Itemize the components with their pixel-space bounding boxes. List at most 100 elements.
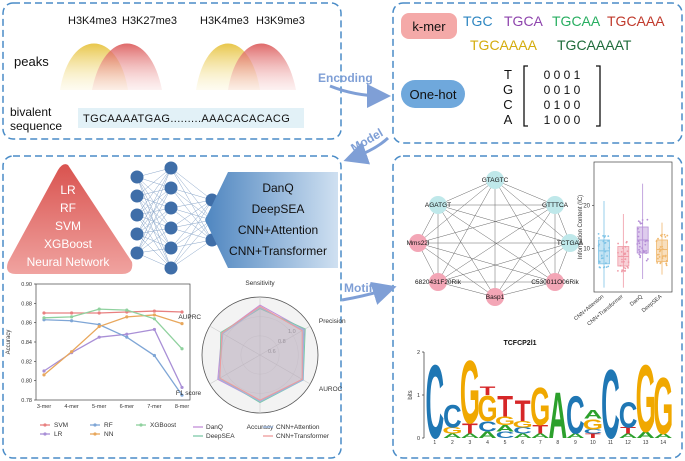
box-jitter-point (658, 253, 660, 256)
nn-edge (136, 195, 172, 249)
box-jitter-point (597, 232, 600, 235)
logo-letter-G: G (583, 417, 603, 433)
nn-edge (170, 239, 213, 269)
sequence-label: sequence (10, 119, 62, 133)
matrix-bracket-right (596, 65, 601, 127)
nn-edge (136, 176, 172, 249)
network-node-label: GTAGTC (482, 177, 509, 184)
box-jitter-point (627, 266, 629, 269)
box-jitter-point (665, 262, 668, 265)
network-edge (417, 204, 556, 244)
network-edge (494, 242, 571, 298)
radar-legend-label: CNN+Attention (276, 424, 320, 431)
nn-edge (136, 167, 172, 235)
logo-y-tick-label: 1 (417, 393, 420, 399)
nn-edge (136, 207, 172, 254)
logo-letter-A: A (548, 379, 567, 453)
legend-marker (93, 423, 97, 427)
series-point (125, 335, 129, 339)
logo-position-label: 8 (556, 440, 559, 446)
legend-label: SVM (54, 422, 68, 429)
box-jitter-point (623, 253, 626, 256)
kmer-3: TGCAA (552, 13, 601, 29)
box-jitter-point (604, 235, 607, 237)
nn-node (130, 189, 144, 203)
network-node-gene (486, 288, 504, 306)
panel-top-left (2, 2, 342, 140)
nn-edge (136, 167, 172, 254)
logo-letter-G: G (495, 415, 515, 428)
logo-position-label: 14 (660, 440, 666, 446)
onehot-row: 1 0 0 0 (544, 113, 581, 127)
radar-axis-label: AUROC (319, 386, 343, 393)
box-jitter-point (607, 240, 610, 242)
box-jitter-point (601, 257, 604, 260)
onehot-letter: A (504, 112, 513, 127)
box-jitter-point (663, 233, 666, 236)
network-edge (494, 179, 556, 283)
radar-r-label: 0.8 (278, 339, 286, 345)
peak-red-1 (92, 43, 162, 90)
peaks-panel: H3K4me3 H3K27me3 H3K4me3 H3K9me3 peaks b… (10, 15, 305, 133)
ml-model-label: RF (60, 201, 76, 215)
kmer-label: k-mer (412, 19, 446, 34)
logo-letter-A: A (636, 431, 655, 441)
box-jitter-point (656, 261, 659, 264)
box-jitter-point (659, 246, 662, 248)
nn-edge (136, 176, 172, 269)
legend-marker (139, 423, 143, 427)
series-point (42, 311, 46, 315)
y-axis-label: Accuracy (6, 330, 12, 355)
network-edge (437, 204, 556, 283)
network-node-label: AGATGT (425, 202, 451, 209)
legend-label: NN (104, 431, 114, 438)
box-jitter-point (639, 245, 641, 248)
nn-edge (136, 195, 172, 269)
logo-letter-G: G (442, 426, 462, 436)
ml-model-label: LR (60, 183, 76, 197)
sequence-text: TGCAAAATGAG.........AAACACACACG (83, 113, 290, 125)
onehot-letter: T (504, 67, 512, 82)
box-iqr (656, 239, 668, 263)
nn-node (164, 181, 178, 195)
logo-letter-A: A (461, 433, 480, 440)
dl-model-label: CNN+Transformer (229, 244, 327, 258)
onehot-box (401, 80, 465, 108)
box-jitter-point (624, 267, 627, 270)
radar-axis-label: Accuracy (247, 424, 274, 431)
onehot-letter: C (503, 97, 512, 112)
logo-letter-A: A (619, 433, 638, 440)
series-point (152, 353, 156, 358)
logo-title: TCFCP2l1 (503, 340, 536, 347)
box-category-label: DeepSEA (641, 294, 664, 314)
series-point (97, 307, 101, 311)
network-edge (437, 281, 496, 298)
logo-letter-T: T (515, 394, 531, 427)
logo-position-label: 10 (590, 440, 596, 446)
network-node-label: 6820431F20Rik (415, 279, 462, 286)
x-tick-label: 5-mer (92, 404, 107, 410)
series-point (70, 319, 74, 323)
series-point (42, 373, 46, 377)
series-point (180, 393, 184, 397)
mark-label-2: H3K27me3 (122, 15, 177, 27)
logo-position-label: 6 (521, 440, 524, 446)
logo-letter-G: G (460, 341, 480, 442)
series-point (97, 335, 101, 339)
mark-label-1: H3K4me3 (68, 15, 117, 27)
logo-letter-T: T (480, 385, 497, 398)
box-jitter-point (639, 256, 641, 259)
logo-y-label: bits (408, 390, 414, 399)
network-edge (417, 242, 496, 298)
series-point (125, 315, 129, 319)
logo-letter-C: C (584, 428, 603, 435)
box-chart-frame (593, 161, 673, 293)
x-tick-label: 6-mer (120, 404, 135, 410)
peak-red-2 (228, 43, 296, 90)
nn-edge (170, 199, 213, 269)
nn-edge (136, 176, 172, 209)
box-jitter-point (626, 250, 629, 253)
onehot-row: 0 0 0 1 (544, 68, 581, 82)
